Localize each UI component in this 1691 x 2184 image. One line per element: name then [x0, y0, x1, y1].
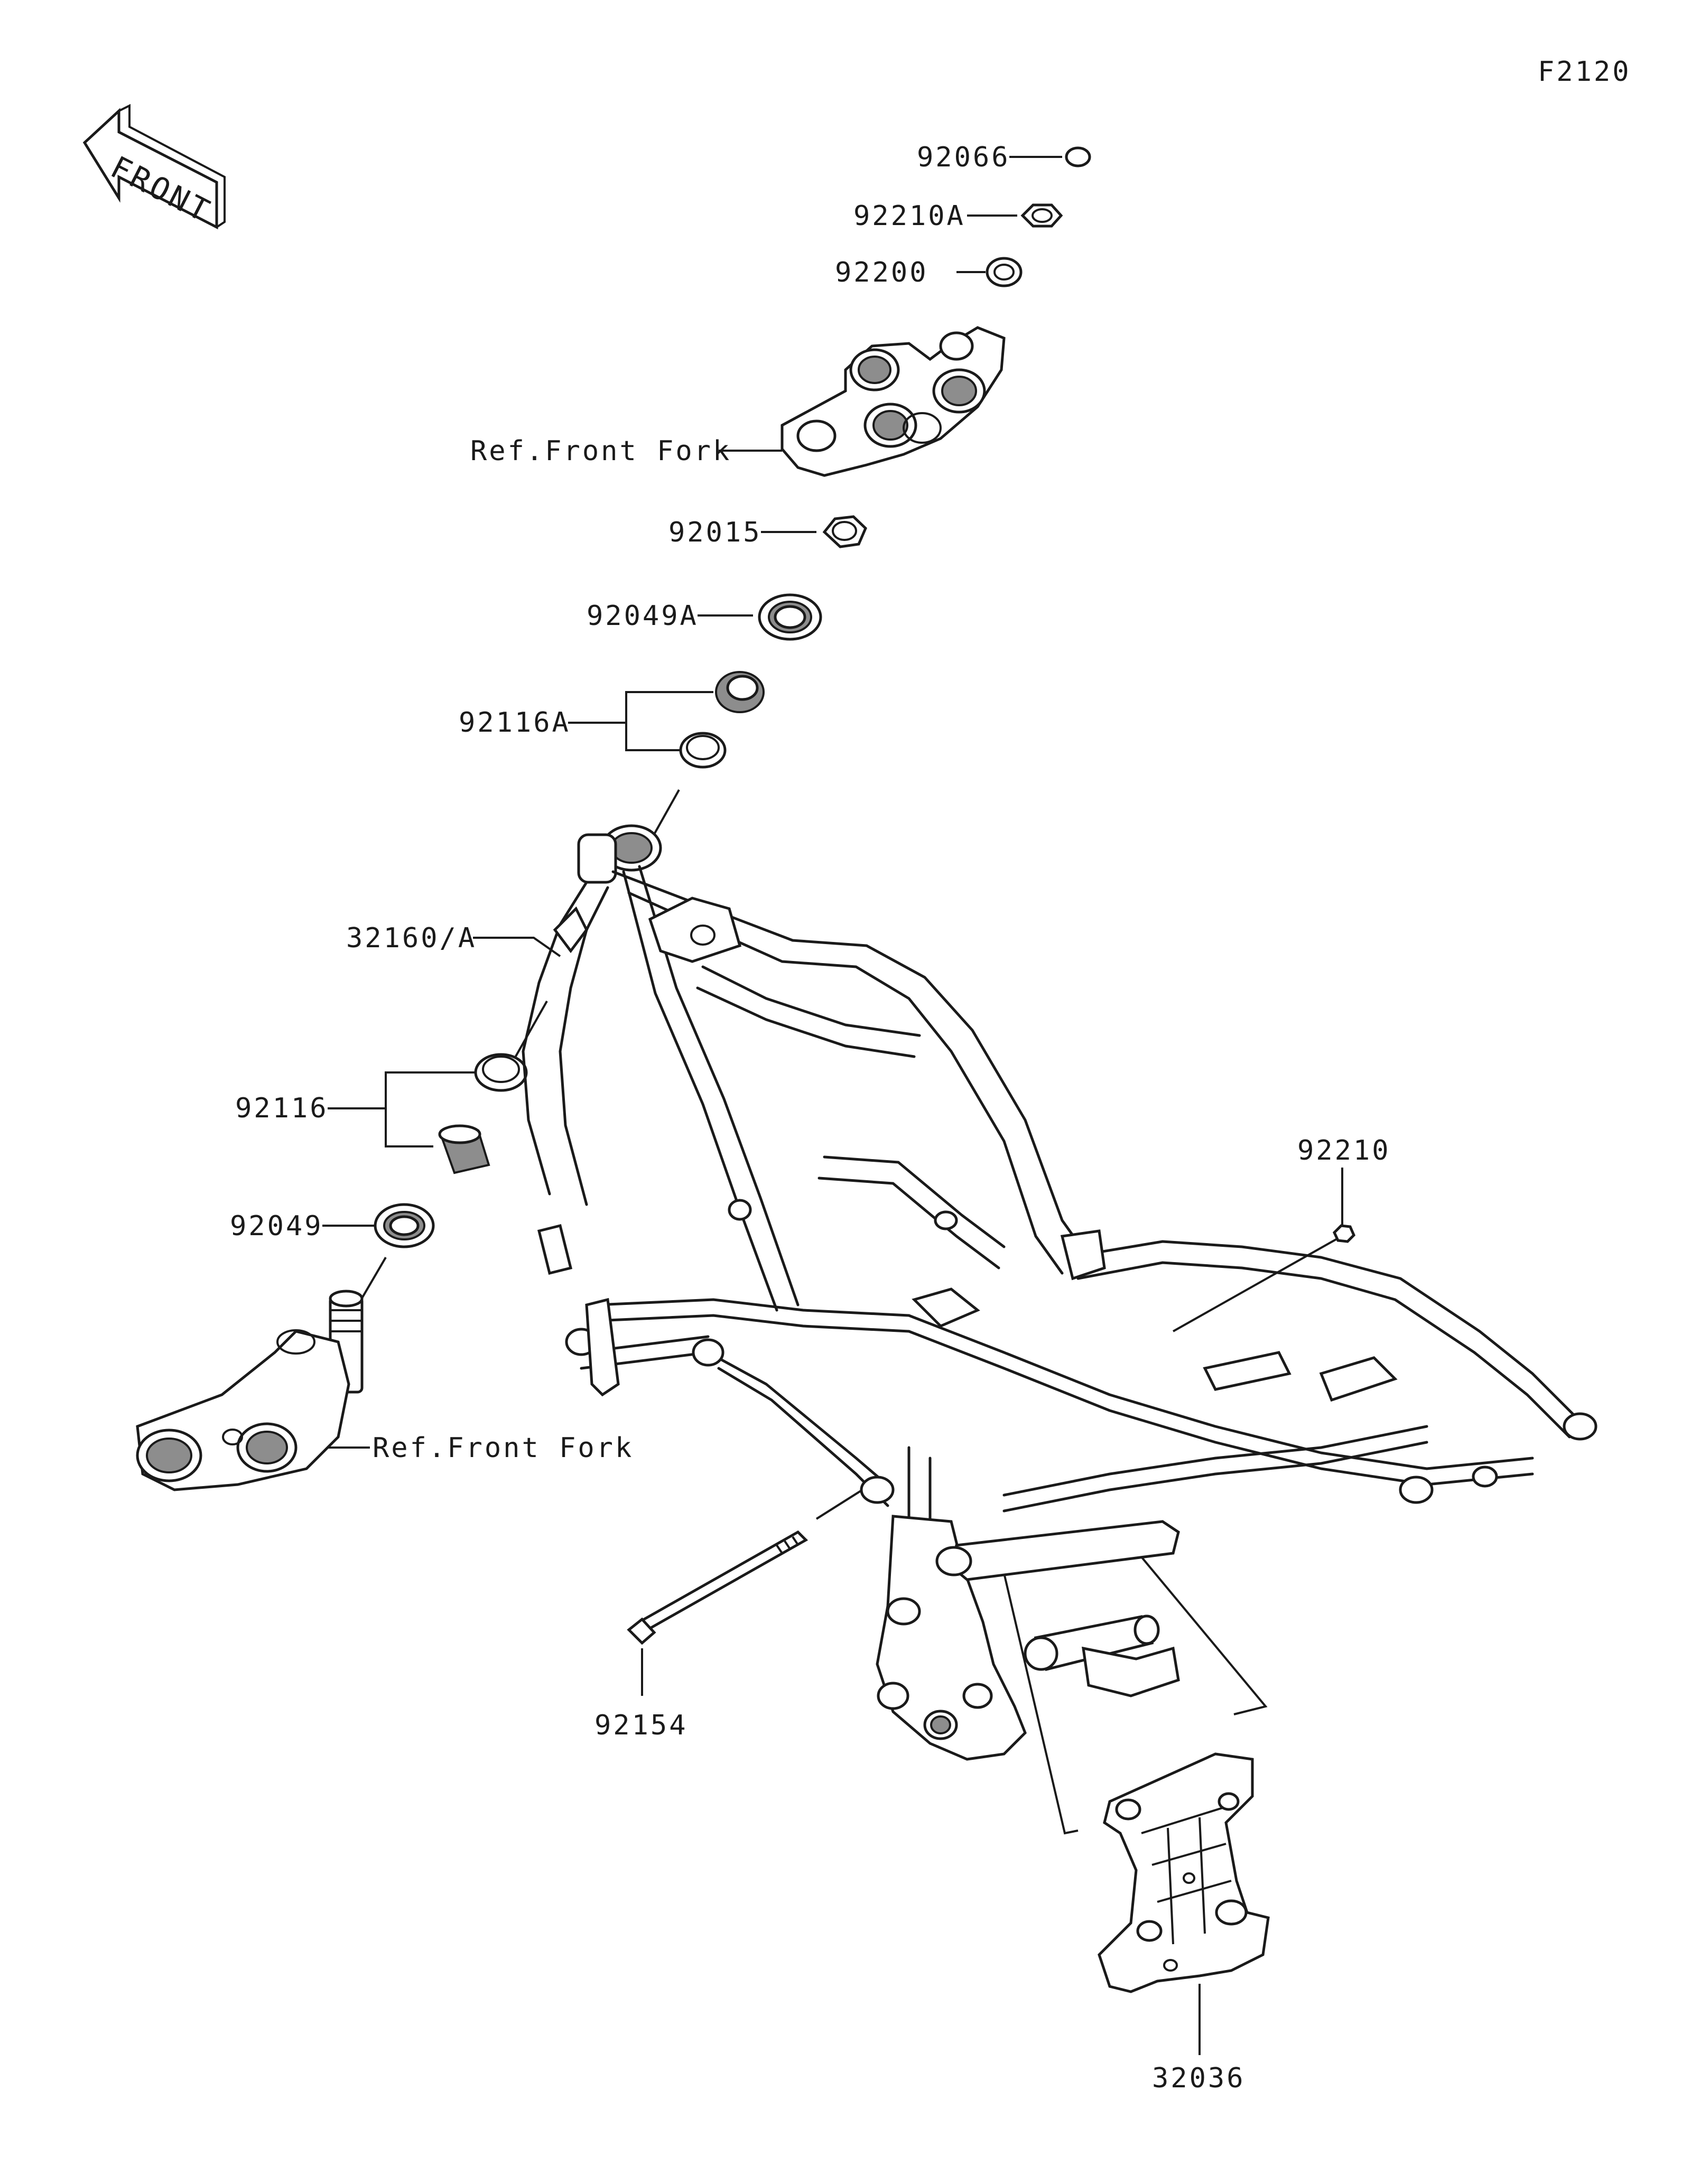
callout-92116: 92116 — [235, 1093, 329, 1124]
part-92116-bearing — [438, 1124, 490, 1174]
part-92116A-bearing — [715, 671, 765, 713]
part-92200-washer — [986, 257, 1023, 287]
callout-92200: 92200 — [835, 257, 928, 288]
front-direction-arrow: FRONT — [82, 104, 226, 230]
figure-code: F2120 — [1538, 56, 1631, 88]
callout-32160A: 32160/A — [346, 922, 477, 954]
callout-ref-front-fork-upper: Ref.Front Fork — [470, 435, 732, 467]
upper-triple-clamp — [781, 326, 1006, 477]
callout-92015: 92015 — [668, 517, 762, 548]
callout-92049: 92049 — [230, 1210, 323, 1242]
callout-92154: 92154 — [594, 1710, 688, 1741]
part-92116-race — [474, 1053, 528, 1092]
part-92049-seal — [374, 1203, 435, 1248]
callout-92049A: 92049A — [587, 600, 699, 632]
part-92015-nut — [822, 515, 867, 548]
lower-triple-clamp — [136, 1290, 364, 1491]
callout-32036: 32036 — [1152, 2062, 1246, 2094]
part-92210A-nut — [1020, 203, 1063, 228]
callout-92210: 92210 — [1297, 1135, 1391, 1166]
part-92066-cap — [1065, 146, 1091, 167]
part-92154-bolt — [627, 1530, 809, 1645]
callout-92210A: 92210A — [853, 200, 965, 232]
main-frame — [522, 824, 1597, 1761]
part-92049A-seal — [758, 593, 822, 641]
part-32036-skid-plate — [1098, 1752, 1270, 1993]
part-92210-nut — [1332, 1224, 1355, 1243]
part-92116A-race — [679, 732, 727, 769]
callout-ref-front-fork-lower: Ref.Front Fork — [373, 1432, 634, 1464]
callout-92116A: 92116A — [459, 707, 571, 739]
callout-92066: 92066 — [917, 142, 1010, 173]
